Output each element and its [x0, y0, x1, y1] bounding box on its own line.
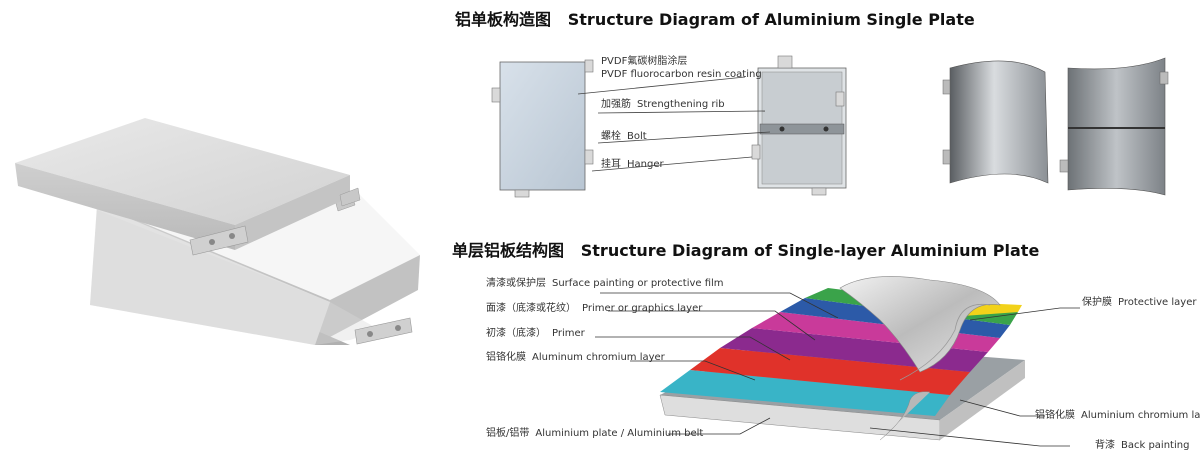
- heading-single-plate-cn: 铝单板构造图: [455, 10, 552, 29]
- label-primer-graphics: 面漆（底漆或花纹）Primer or graphics layer: [486, 303, 703, 314]
- heading-single-layer: 单层铝板结构图 Structure Diagram of Single-laye…: [452, 237, 1039, 261]
- heading-single-plate-en: Structure Diagram of Aluminium Single Pl…: [567, 10, 975, 29]
- heading-single-layer-cn: 单层铝板结构图: [452, 241, 565, 260]
- flat-panel-front-view: [491, 59, 594, 198]
- layer-leader-lines: [595, 292, 1080, 447]
- heading-single-plate: 铝单板构造图 Structure Diagram of Aluminium Si…: [455, 6, 975, 30]
- flat-panel-back-view: [751, 55, 847, 196]
- curved-panel-front: [942, 60, 1049, 184]
- label-pvdf-en: PVDF fluorocarbon resin coating: [601, 69, 762, 80]
- label-pvdf-cn: PVDF氟碳树脂涂层: [601, 56, 688, 67]
- heading-single-layer-en: Structure Diagram of Single-layer Alumin…: [580, 241, 1040, 260]
- product-photo: [15, 118, 420, 345]
- label-primer: 初漆（底漆）Primer: [486, 328, 585, 339]
- layer-stack: [659, 276, 1025, 441]
- curved-panel-back: [1059, 57, 1169, 196]
- top-leader-lines: [577, 76, 771, 172]
- upper-panel: [15, 118, 361, 256]
